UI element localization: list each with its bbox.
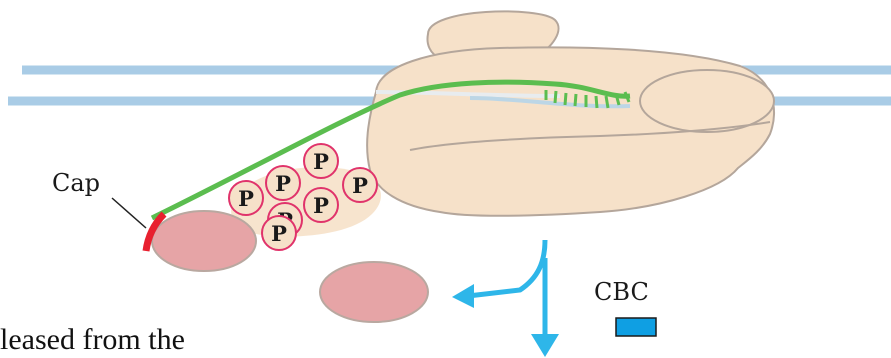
svg-text:P: P [313, 193, 329, 218]
cbc-label: CBC [594, 278, 649, 306]
rna-polymerase [367, 11, 774, 215]
phosphate-1: P [304, 144, 338, 178]
svg-text:P: P [313, 149, 329, 174]
cap-pointer [112, 198, 146, 228]
arrow-head-left [452, 284, 474, 308]
phosphate-3: P [343, 168, 377, 202]
phosphate-5: P [304, 188, 338, 222]
cbc-box [616, 318, 656, 336]
svg-text:P: P [271, 221, 287, 246]
phosphate-2: P [266, 166, 300, 200]
cap-binding-complex-bound [152, 211, 256, 271]
phosphate-7: P [262, 216, 296, 250]
released-cap-binding-complex [320, 262, 428, 322]
svg-text:P: P [275, 171, 291, 196]
svg-text:P: P [238, 186, 254, 211]
cap-label: Cap [52, 169, 100, 197]
arrow-head-down [531, 334, 559, 357]
svg-text:P: P [352, 173, 368, 198]
release-arrows [468, 240, 545, 342]
caption-text: leased from the [0, 322, 260, 358]
phosphate-4: P [229, 181, 263, 215]
